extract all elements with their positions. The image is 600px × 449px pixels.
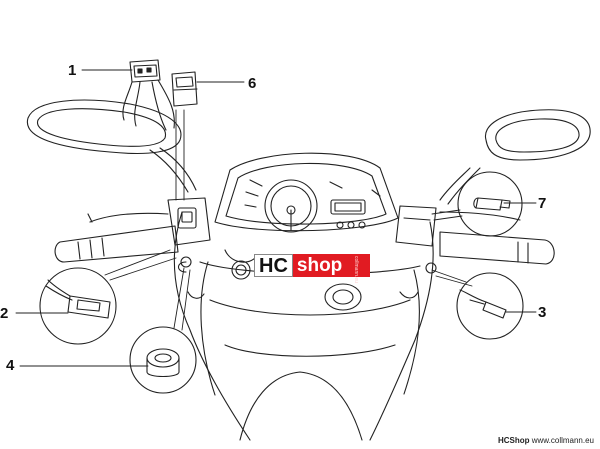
callout-2: 2 [0,305,9,322]
detail-circle-3 [456,272,524,340]
detail-circle-2 [39,267,117,345]
logo-small-text: collmann.eu [353,256,359,283]
detail-connector-1 [122,59,175,131]
front-fairing [173,211,437,441]
callout-6: 6 [248,75,257,92]
callout-7: 7 [538,195,547,212]
footer-credit: HCShop www.collmann.eu [498,436,594,445]
logo-hc-text: HC [254,254,293,277]
switch-housings [167,197,437,247]
leader-lines [15,69,537,367]
detail-cap-6 [171,71,198,107]
logo-shop-word: shop [296,255,343,276]
left-grip [54,212,179,263]
detail-circle-7 [457,171,523,237]
footer-brand: HCShop [497,436,530,445]
footer-site: www.collmann.eu [531,436,594,445]
right-mirror [439,109,591,205]
left-mirror [26,99,197,193]
detail-circle-4 [129,326,197,394]
callout-3: 3 [538,304,547,321]
callout-1: 1 [68,62,77,79]
hcshop-logo: HC shop collmann.eu [254,254,370,283]
logo-shop-text: shop collmann.eu [292,254,370,283]
right-grip [439,211,555,265]
instrument-cluster [214,152,399,233]
callout-4: 4 [6,357,15,374]
